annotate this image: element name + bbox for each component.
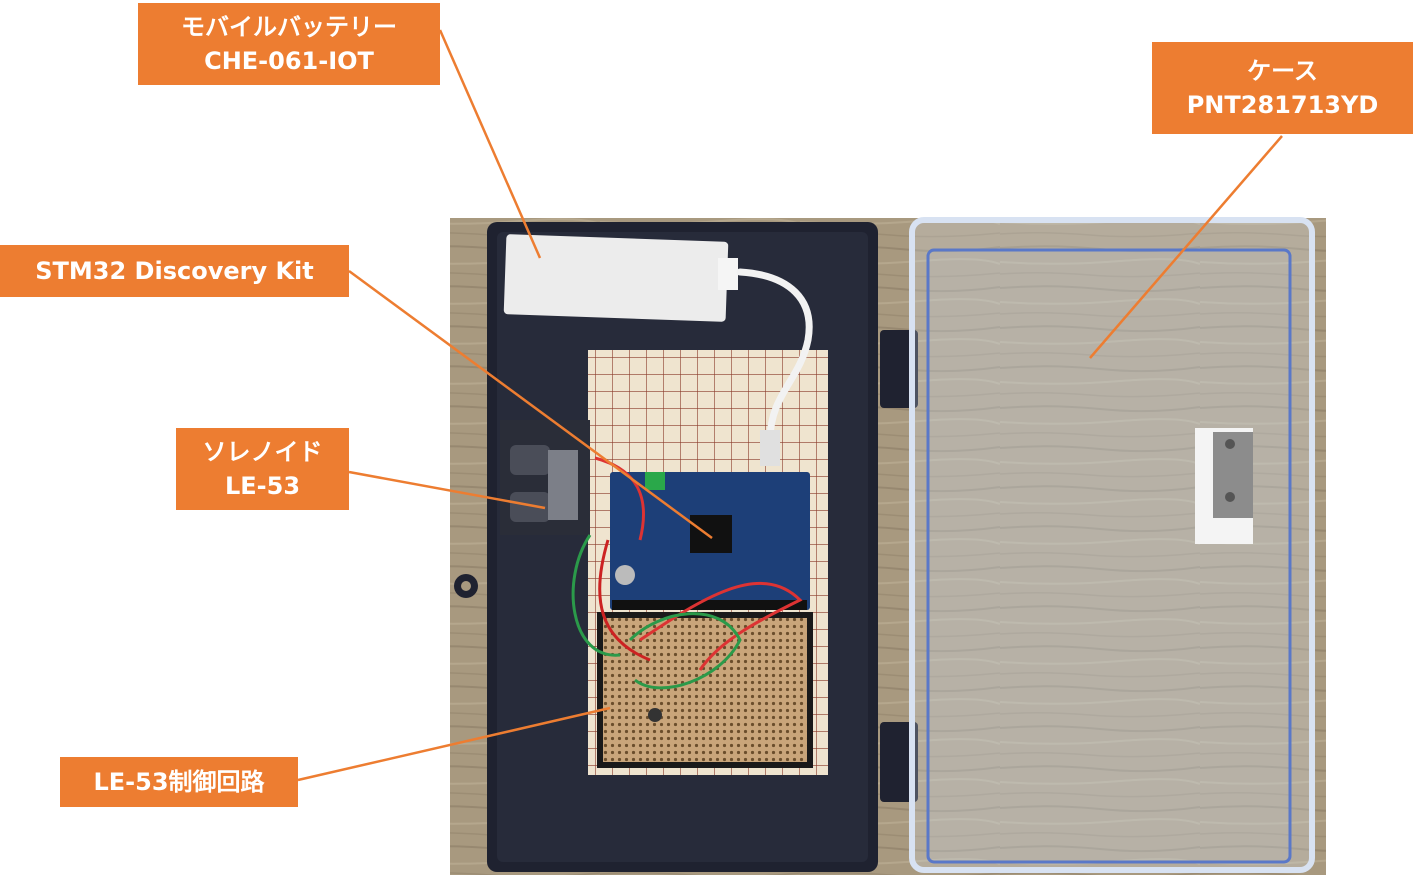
clear-lid	[909, 217, 1315, 873]
hinge-top	[880, 330, 918, 408]
case-label: ケース PNT281713YD	[1152, 42, 1413, 134]
control-protoboard	[597, 612, 813, 768]
leader-line-stm32	[348, 269, 713, 540]
usb-cable	[736, 268, 813, 444]
mobile-battery	[503, 234, 729, 322]
case-label-name: ケース	[1247, 57, 1318, 85]
battery-label: モバイルバッテリー CHE-061-IOT	[138, 3, 440, 85]
solenoid-label-model: LE-53	[224, 472, 301, 500]
circuit-label: LE-53制御回路	[60, 757, 298, 807]
case-label-model: PNT281713YD	[1186, 91, 1379, 119]
hinge-bottom	[880, 722, 918, 802]
leader-line-battery	[438, 29, 542, 259]
stm32-label-name: STM32 Discovery Kit	[35, 257, 314, 285]
battery-label-model: CHE-061-IOT	[204, 47, 374, 75]
leader-line-case	[1089, 135, 1283, 359]
battery-label-name: モバイルバッテリー	[181, 13, 397, 41]
leader-line-solenoid	[348, 470, 546, 510]
solenoid-label: ソレノイド LE-53	[176, 428, 349, 510]
leader-line-circuit	[297, 706, 611, 782]
stm32-label: STM32 Discovery Kit	[0, 245, 349, 297]
solenoid-label-name: ソレノイド	[202, 438, 323, 466]
circuit-label-name: LE-53制御回路	[93, 768, 265, 796]
